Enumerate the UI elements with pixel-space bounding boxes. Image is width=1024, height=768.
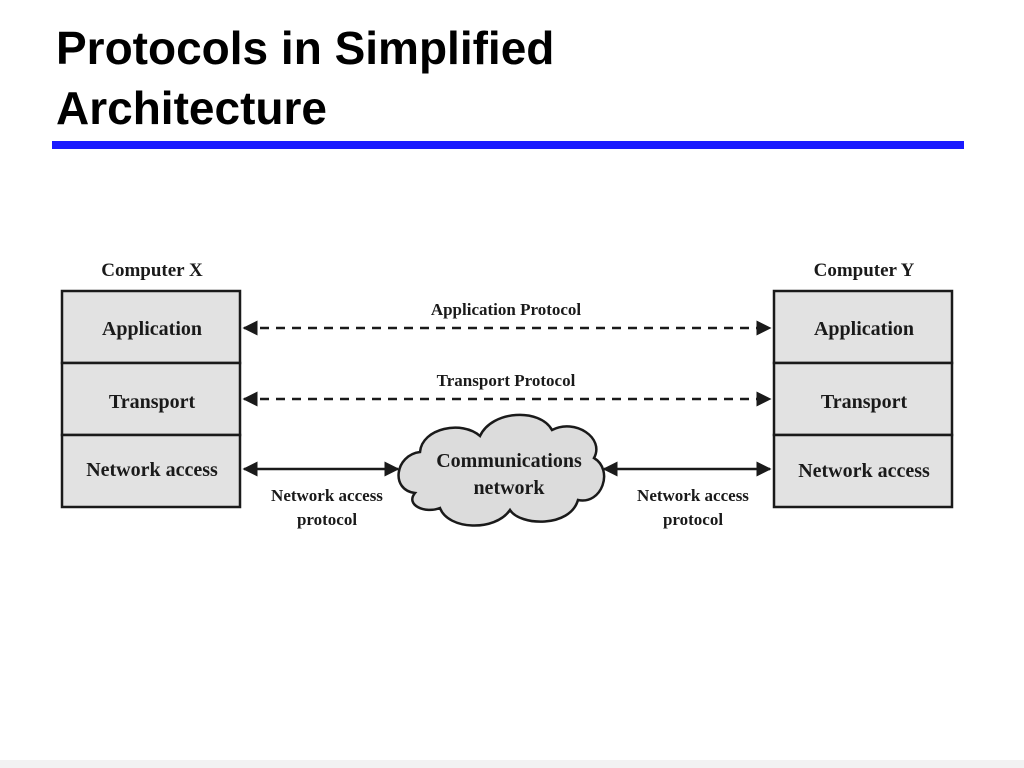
computer-y-label: Computer Y: [814, 260, 915, 281]
network-access-protocol-right-line-2: protocol: [663, 510, 723, 529]
computer-x-transport-label: Transport: [109, 391, 196, 413]
application-protocol-label: Application Protocol: [431, 300, 582, 319]
computer-x-transport-layer: [60, 361, 242, 437]
computer-x-label: Computer X: [101, 260, 203, 281]
network-cloud-label-line-2: network: [473, 477, 545, 499]
computer-y-stack: Application Transport Network access: [772, 289, 954, 509]
computer-y-transport-layer: [772, 361, 954, 437]
computer-x-network-access-layer: [60, 433, 242, 509]
slide-title-line-1: Protocols in Simplified: [56, 22, 555, 74]
computer-y-network-access-label: Network access: [798, 460, 930, 482]
slide-bottom-strip: [0, 760, 1024, 768]
computer-y-application-layer: [772, 289, 954, 365]
network-access-protocol-right-line-1: Network access: [637, 486, 749, 505]
network-access-protocol-left-line-2: protocol: [297, 510, 357, 529]
network-access-protocol-left-line-1: Network access: [271, 486, 383, 505]
computer-x-application-layer: [60, 289, 242, 365]
title-underline: [52, 141, 964, 149]
computer-y-transport-label: Transport: [821, 391, 908, 413]
transport-protocol-label: Transport Protocol: [437, 371, 576, 390]
computer-x-network-access-label: Network access: [86, 459, 218, 481]
computer-y-application-label: Application: [814, 318, 914, 340]
slide-title-line-2: Architecture: [56, 82, 327, 134]
network-cloud-label-line-1: Communications: [436, 450, 582, 472]
computer-x-stack: Application Transport Network access: [60, 289, 242, 509]
computer-x-application-label: Application: [102, 318, 202, 340]
communications-network-cloud: [397, 413, 606, 527]
computer-y-network-access-layer: [772, 433, 954, 509]
